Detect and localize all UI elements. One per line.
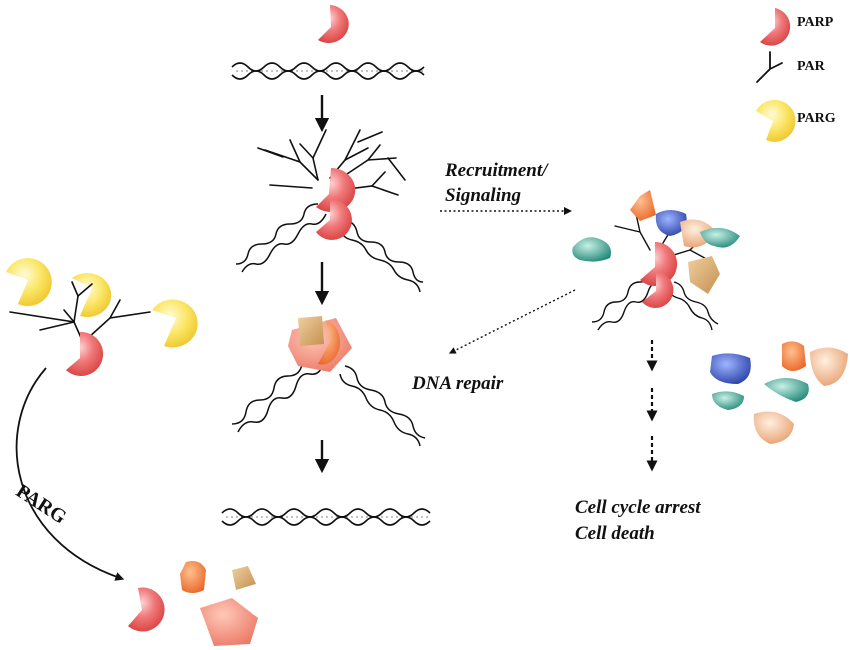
dna-helix-top — [231, 62, 426, 80]
signaling-label: Signaling — [445, 185, 522, 206]
recruited-protein-blue — [655, 210, 687, 236]
recruited-protein-teal-right — [700, 227, 740, 248]
repair-protein-orange — [318, 320, 341, 365]
parp-complex-icon — [640, 241, 678, 286]
legend-parp-icon — [760, 8, 791, 46]
parg-enzyme-3 — [152, 299, 198, 348]
product-orange — [180, 561, 206, 593]
repair-protein-tan — [298, 316, 324, 346]
recruited-protein-teal-left — [572, 237, 611, 262]
parg-enzyme-1 — [6, 258, 52, 307]
legend-par-icon — [756, 51, 783, 83]
dna-helix-branch-right-2 — [339, 365, 426, 447]
parp-complex-lower-icon — [642, 272, 674, 308]
parg-enzyme-2 — [72, 273, 112, 318]
cell-death-label: Cell death — [575, 523, 655, 544]
dna-repair-label: DNA repair — [412, 373, 504, 394]
freed-parp-icon — [128, 587, 165, 632]
legend-par-label: PAR — [797, 59, 825, 74]
parp-bound-lower-icon — [316, 199, 352, 240]
dna-helix-branch-left-3 — [591, 273, 661, 331]
cell-cycle-arrest-label: Cell cycle arrest — [575, 497, 701, 518]
released-protein-teal — [764, 378, 809, 402]
released-protein-teal-small — [712, 391, 744, 410]
parp-modified-icon — [66, 331, 104, 376]
recruited-protein-tan — [688, 256, 720, 294]
parp-protein-icon — [318, 5, 349, 43]
legend-parg-icon — [756, 99, 796, 142]
product-tan — [232, 566, 256, 590]
legend-parp-label: PARP — [797, 15, 834, 30]
legend — [756, 8, 796, 142]
released-protein-orange — [782, 341, 806, 371]
released-protein-peach — [810, 347, 848, 386]
recruitment-label: Recruitment/ — [445, 160, 548, 181]
product-salmon — [200, 598, 258, 646]
dna-helix-branch-right-3 — [667, 281, 719, 331]
repair-dotted-arrow — [448, 289, 576, 354]
dna-helix-repaired — [221, 508, 431, 526]
par-polymer-chains-left — [9, 281, 151, 341]
parp-bound-icon — [316, 167, 356, 212]
dna-helix-branch-left-1 — [235, 203, 327, 273]
dna-helix-branch-right-1 — [339, 219, 424, 293]
legend-parg-label: PARG — [797, 111, 836, 126]
parg-pathway-curved-arrow — [15, 367, 125, 581]
recruited-protein-orange — [630, 190, 656, 221]
par-polymer-chains — [257, 129, 406, 196]
released-protein-blue — [710, 353, 751, 384]
released-protein-tan — [753, 411, 794, 444]
